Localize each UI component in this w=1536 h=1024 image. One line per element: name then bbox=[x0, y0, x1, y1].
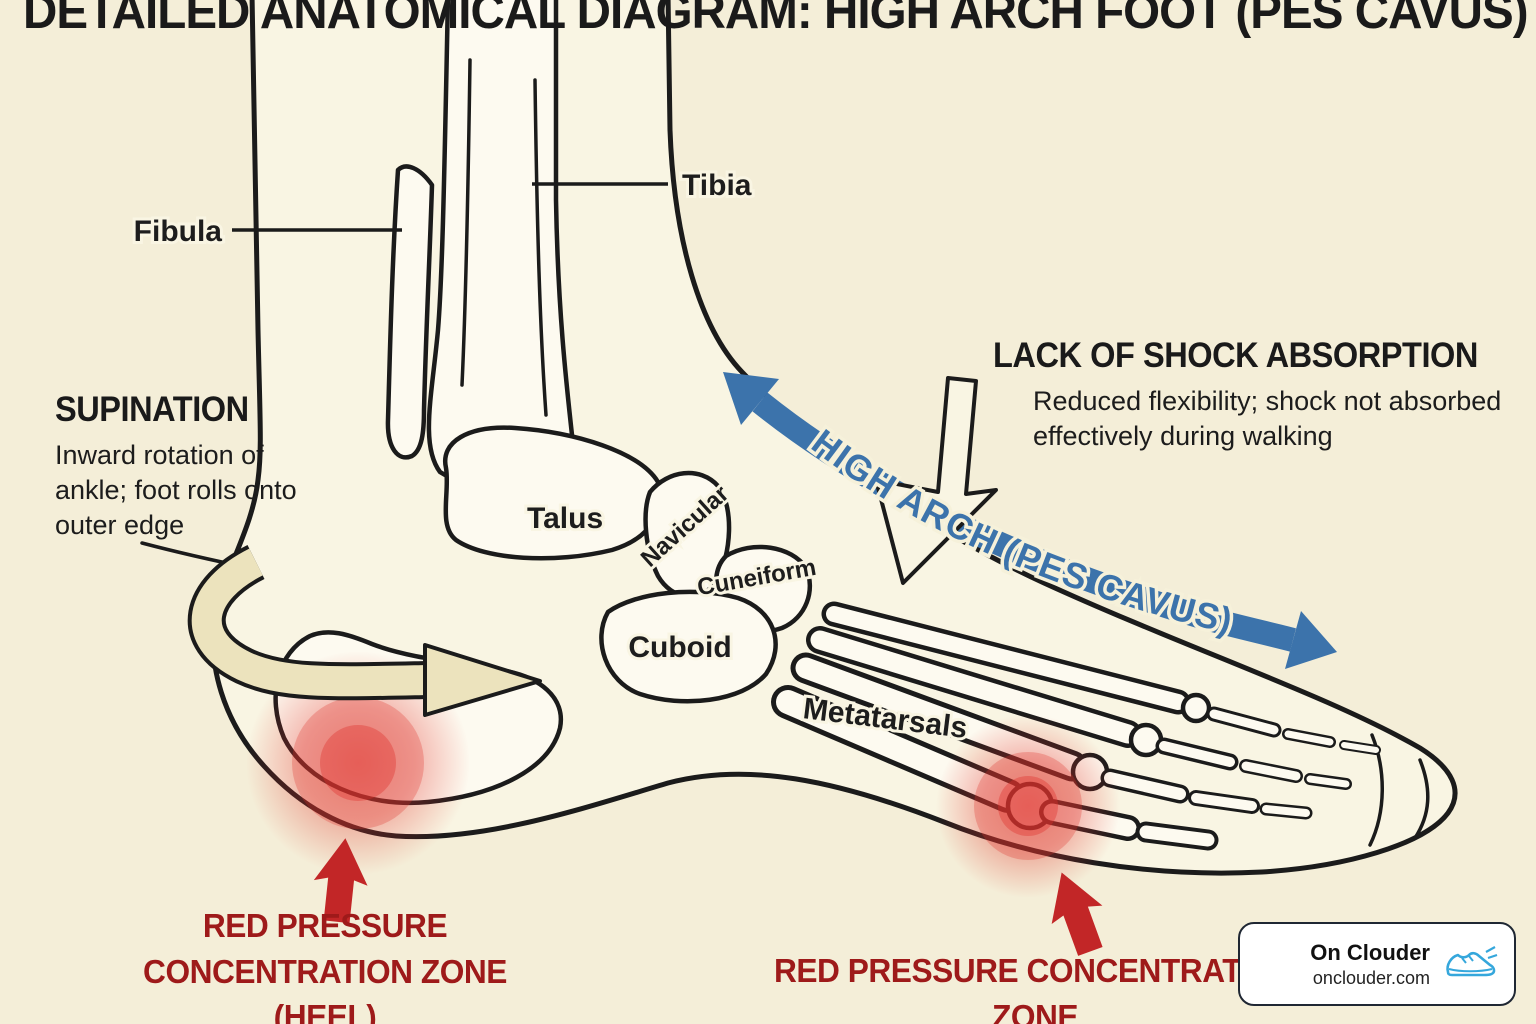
tibia-bone bbox=[426, 0, 578, 492]
watermark-card: On Clouder onclouder.com bbox=[1238, 922, 1516, 1006]
shock-annotation: LACK OF SHOCK ABSORPTION Reduced flexibi… bbox=[993, 336, 1501, 454]
supination-annotation: SUPINATION Inward rotation of ankle; foo… bbox=[55, 390, 325, 543]
shock-body: Reduced flexibility; shock not absorbed … bbox=[1033, 386, 1502, 452]
running-shoe-icon bbox=[1446, 946, 1498, 977]
heel-zone-caption-line3: (HEEL) bbox=[273, 998, 377, 1024]
shock-heading: LACK OF SHOCK ABSORPTION bbox=[993, 336, 1478, 375]
high-arch-arrow bbox=[723, 372, 1337, 669]
supination-arrow bbox=[140, 541, 542, 717]
cuboid-bone bbox=[599, 589, 778, 704]
watermark-brand: On Clouder bbox=[1310, 939, 1430, 965]
supination-body: Inward rotation of ankle; foot rolls ont… bbox=[55, 440, 297, 541]
ball-pressure-zone bbox=[936, 714, 1120, 898]
fibula-bone bbox=[385, 164, 435, 460]
talus-label: Talus bbox=[527, 502, 603, 535]
heel-zone-caption: RED PRESSURE CONCENTRATION ZONE (HEEL) bbox=[123, 903, 526, 1024]
cuboid-label: Cuboid bbox=[628, 631, 731, 664]
ball-zone-caption-line1: RED PRESSURE CONCENTRATION ZONE bbox=[773, 952, 1296, 1024]
heel-zone-caption-line2: CONCENTRATION ZONE bbox=[143, 952, 507, 990]
tibia-label: Tibia bbox=[682, 169, 752, 202]
fibula-label: Fibula bbox=[134, 215, 223, 248]
watermark-domain: onclouder.com bbox=[1312, 967, 1430, 988]
heel-pressure-zone bbox=[246, 651, 470, 875]
ball-zone-caption: RED PRESSURE CONCENTRATION ZONE (BALL OF… bbox=[757, 948, 1314, 1024]
shock-absorption-arrow bbox=[874, 376, 998, 585]
watermark-text: On Clouder onclouder.com bbox=[1310, 940, 1430, 989]
page-title: DETAILED ANATOMICAL DIAGRAM: HIGH ARCH F… bbox=[23, 0, 1529, 39]
supination-heading: SUPINATION bbox=[55, 390, 249, 429]
tibia-contour-line bbox=[460, 58, 548, 417]
heel-zone-caption-line1: RED PRESSURE bbox=[202, 907, 448, 944]
